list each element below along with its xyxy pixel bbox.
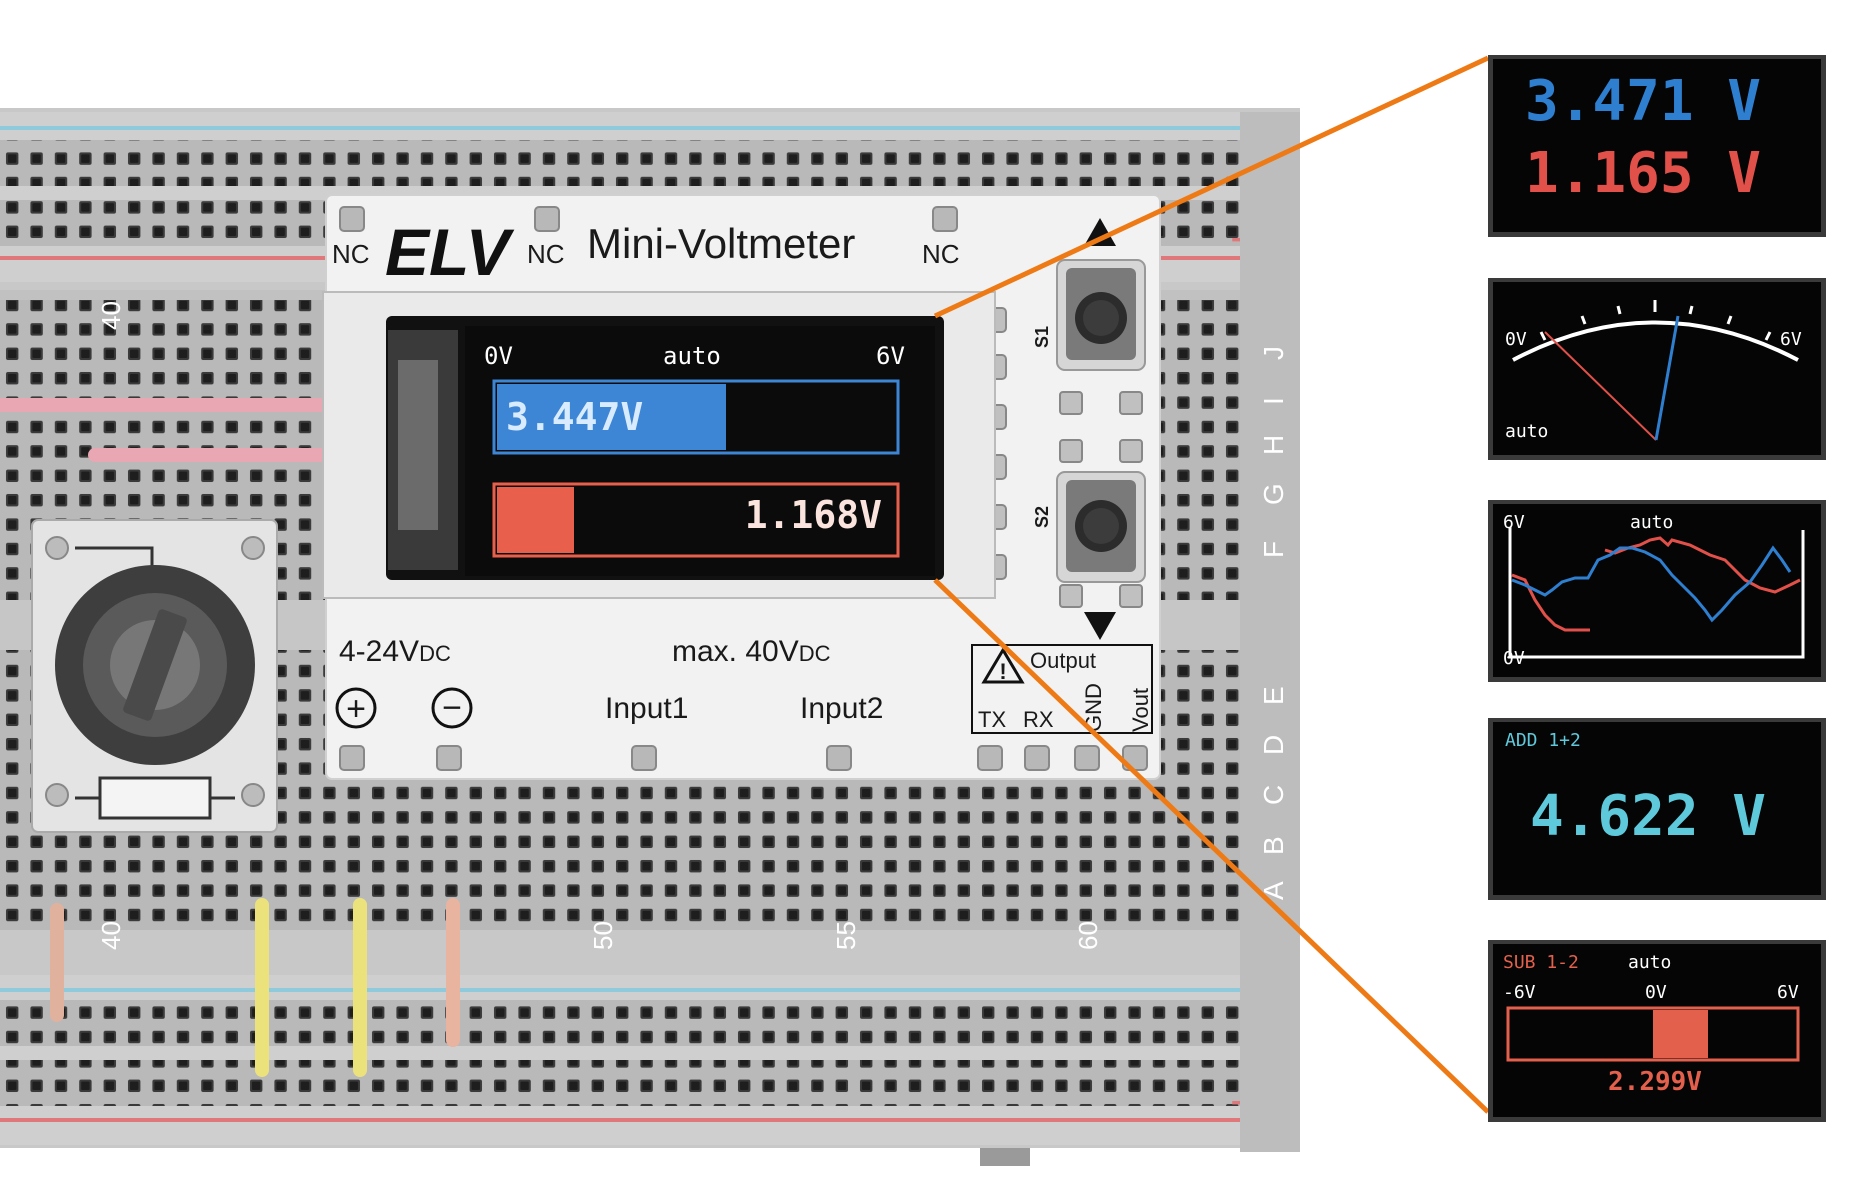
svg-text:−: −	[442, 689, 462, 727]
sub-center-label: 0V	[1645, 982, 1667, 1003]
wires	[0, 398, 460, 1077]
svg-text:G: G	[1258, 483, 1289, 505]
voltmeter-module: NC NC NC ELV Mini-Voltmeter	[322, 194, 1161, 780]
module-title: Mini-Voltmeter	[587, 220, 855, 267]
screen-analog-meter: 0V 6V auto	[1488, 278, 1826, 460]
button-pins	[1059, 391, 1143, 608]
svg-text:I: I	[1258, 397, 1289, 405]
dual-ch1-value: 3.471 V	[1525, 69, 1761, 134]
graph-bottom-label: 0V	[1503, 648, 1525, 669]
nc-label-3: NC	[922, 239, 960, 269]
ch2-bar-frame	[492, 482, 900, 558]
s1-label: S1	[1032, 326, 1052, 348]
graph-ch2-trace-2	[1604, 536, 1801, 594]
output-label: Output	[1030, 648, 1096, 673]
graph-top-label: 6V	[1503, 512, 1525, 533]
ch1-bar-frame	[492, 379, 900, 455]
callout-lines	[933, 55, 1490, 1114]
potentiometer-module	[31, 519, 278, 833]
svg-text:4-24VDC: 4-24VDC	[339, 635, 451, 668]
add-value: 4.622 V	[1530, 784, 1766, 849]
column-label-55: 55	[831, 921, 861, 950]
nc-label-2: NC	[527, 239, 565, 269]
column-label-50: 50	[588, 921, 618, 950]
sub-label: SUB 1-2	[1503, 952, 1579, 973]
column-label-upper: 40	[96, 301, 126, 330]
sub-right-label: 6V	[1777, 982, 1799, 1003]
sub-value: 2.299V	[1608, 1067, 1702, 1097]
row-letters-lower: E D C B A	[1258, 686, 1289, 900]
sub-mode-label: auto	[1628, 952, 1671, 973]
bottom-pads	[339, 745, 1148, 771]
s2-button[interactable]	[1056, 471, 1146, 583]
max-voltage-label: max. 40VDC	[672, 635, 831, 668]
rx-label: RX	[1023, 707, 1054, 732]
needle-ch2	[1544, 331, 1657, 441]
column-label-40: 40	[96, 921, 126, 950]
screen-sub: SUB 1-2 auto -6V 0V 6V 2.299V	[1488, 940, 1826, 1122]
svg-text:F: F	[1258, 541, 1289, 558]
svg-text:max. 40VDC: max. 40VDC	[672, 635, 831, 668]
row-letters-upper: J I H G F	[1258, 346, 1289, 558]
graph-ch1-trace	[1511, 545, 1792, 623]
vout-label: Vout	[1128, 688, 1153, 732]
s2-label: S2	[1032, 506, 1052, 528]
up-arrow-icon	[1084, 218, 1116, 246]
svg-text:D: D	[1258, 735, 1289, 755]
ch1-value: 3.447V	[506, 395, 643, 439]
supply-label: 4-24VDC	[339, 635, 451, 668]
tx-label: TX	[978, 707, 1006, 732]
sub-left-label: -6V	[1503, 982, 1536, 1003]
column-label-60: 60	[1073, 921, 1103, 950]
ch1-bar-fill	[497, 384, 726, 450]
input2-label: Input2	[800, 692, 883, 725]
plus-terminal-symbol: +	[335, 687, 377, 729]
svg-text:C: C	[1258, 785, 1289, 805]
screen-graph: 6V auto 0V	[1488, 500, 1826, 682]
input1-label: Input1	[605, 692, 688, 725]
svg-text:+: +	[346, 690, 366, 728]
svg-text:J: J	[1258, 346, 1289, 360]
graph-mode-label: auto	[1630, 512, 1673, 533]
analog-left-label: 0V	[1505, 329, 1527, 350]
down-arrow-icon	[1084, 612, 1116, 640]
dual-ch2-value: 1.165 V	[1525, 141, 1761, 206]
svg-text:B: B	[1258, 836, 1289, 855]
svg-text:E: E	[1258, 686, 1289, 705]
range-low-label: 0V	[484, 342, 513, 370]
sub-bar-frame	[1506, 1006, 1800, 1062]
add-label: ADD 1+2	[1505, 730, 1581, 751]
s1-button[interactable]	[1056, 259, 1146, 371]
minus-terminal-symbol: −	[431, 687, 473, 729]
ch2-value: 1.168V	[745, 493, 882, 537]
range-high-label: 6V	[876, 342, 905, 370]
nc-label-1: NC	[332, 239, 370, 269]
top-pads	[339, 206, 958, 232]
graph-ch2-trace	[1511, 573, 1590, 632]
screen-add: ADD 1+2 4.622 V	[1488, 718, 1826, 900]
elv-logo: ELV	[385, 215, 515, 289]
output-connector-box: ! Output TX RX GND Vout	[971, 644, 1153, 734]
svg-text:H: H	[1258, 435, 1289, 455]
ch2-bar-fill	[497, 487, 574, 553]
svg-text:!: !	[999, 659, 1006, 684]
main-screen: 0V auto 6V 3.447V 1.168V	[465, 326, 935, 576]
analog-mode-label: auto	[1505, 421, 1548, 442]
sub-bar-fill	[1653, 1010, 1708, 1058]
range-mode-label: auto	[663, 342, 721, 370]
warning-triangle-icon	[981, 647, 1025, 684]
needle-ch1	[1654, 315, 1680, 441]
screen-dual-readout: 3.471 V 1.165 V	[1488, 55, 1826, 237]
analog-right-label: 6V	[1780, 329, 1802, 350]
